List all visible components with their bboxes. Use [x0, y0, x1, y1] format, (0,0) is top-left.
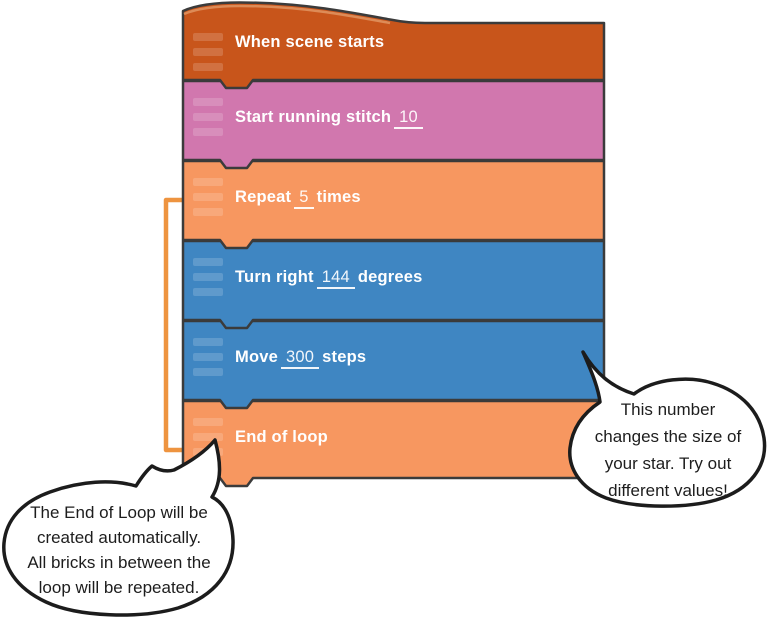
- end-of-loop-hint-text: The End of Loop will be created automati…: [6, 500, 232, 600]
- block-text: When scene starts: [235, 33, 385, 51]
- move-steps-value-field[interactable]: 300: [280, 347, 320, 369]
- grip-icon: [193, 178, 223, 216]
- block-text: Turn right: [235, 268, 314, 286]
- grip-stripes: [193, 33, 223, 456]
- stitch-length-value-field[interactable]: 10: [394, 107, 423, 129]
- block-label-end-of-loop: End of loop: [235, 425, 328, 449]
- block-text: End of loop: [235, 428, 328, 446]
- hint-line: All bricks in between the: [27, 553, 211, 572]
- hint-line: your star. Try out: [604, 454, 732, 473]
- block-text: degrees: [357, 268, 423, 286]
- grip-icon: [193, 258, 223, 296]
- block-text: steps: [322, 348, 367, 366]
- block-label-when-scene-starts: When scene starts: [235, 30, 384, 54]
- hint-line: This number: [620, 400, 716, 419]
- block-turn-right[interactable]: [181, 239, 606, 330]
- block-text: Move: [235, 348, 278, 366]
- hint-line: The End of Loop will be: [30, 503, 208, 522]
- loop-bracket: [163, 197, 184, 453]
- block-text: Start running stitch: [235, 108, 392, 126]
- hat-highlight: [183, 4, 391, 25]
- hint-line: loop will be repeated.: [38, 578, 200, 597]
- block-start-running-stitch[interactable]: [181, 79, 606, 170]
- grip-icon: [193, 98, 223, 136]
- repeat-count-value-field[interactable]: 5: [294, 187, 314, 209]
- hint-line: created automatically.: [36, 528, 202, 547]
- block-move[interactable]: [181, 319, 606, 410]
- grip-icon: [193, 338, 223, 376]
- speech-bubble-end-of-loop-hint: [2, 438, 235, 617]
- move-hint-text: This number changes the size of your sta…: [562, 396, 768, 504]
- hint-line: changes the size of: [594, 427, 742, 446]
- block-text: times: [316, 188, 361, 206]
- hint-line: different values!: [608, 481, 728, 500]
- block-text: Repeat: [235, 188, 292, 206]
- block-when-scene-starts[interactable]: [181, 1, 606, 90]
- grip-icon: [193, 33, 223, 71]
- speech-bubble-move-hint: [568, 350, 767, 508]
- block-repeat[interactable]: [181, 159, 606, 250]
- turn-degrees-value-field[interactable]: 144: [316, 267, 355, 289]
